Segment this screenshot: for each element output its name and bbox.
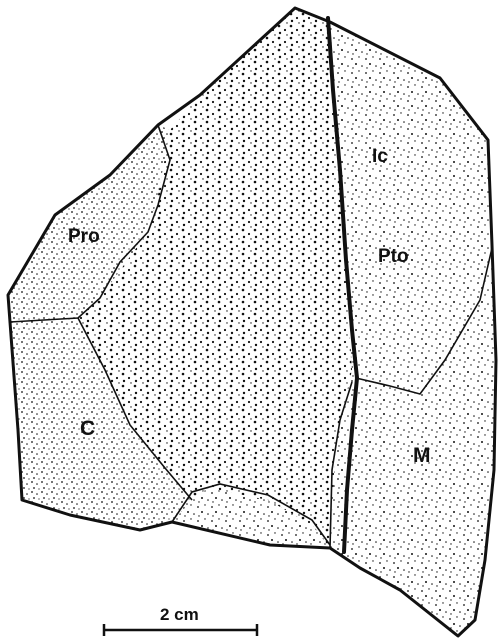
label-pto: Pto [378, 246, 409, 267]
scale-bar: 2 cm [103, 605, 258, 636]
label-m: M [413, 444, 431, 467]
label-c: C [80, 417, 95, 440]
scale-bar-label: 2 cm [160, 605, 199, 624]
label-ic: Ic [372, 146, 388, 167]
label-pro: Pro [68, 226, 100, 247]
